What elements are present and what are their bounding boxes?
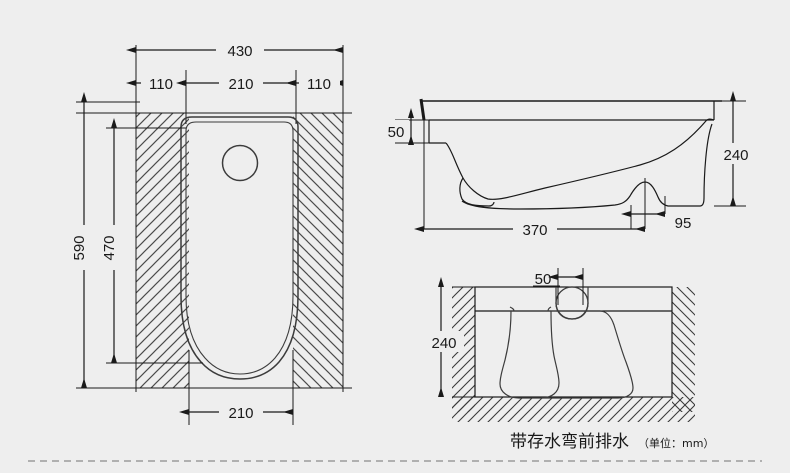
dimension-470-label: 470 — [101, 235, 118, 260]
dimension-50-outlet-label: 50 — [535, 271, 552, 288]
dimension-240-side: 240 — [716, 91, 756, 206]
plan-hatching — [136, 113, 343, 388]
drawing-caption: 带存水弯前排水 （单位：mm） — [510, 432, 714, 452]
caption-main-text: 带存水弯前排水 — [510, 432, 629, 452]
dimension-210-top: 210 — [176, 72, 296, 93]
dimension-370-label: 370 — [522, 222, 547, 239]
dimension-110-left-label: 110 — [149, 76, 173, 93]
squat-pan-outline — [180, 116, 299, 380]
dimension-470: 470 — [101, 118, 203, 364]
front-view-pan-profile — [499, 306, 560, 399]
dimension-210-bottom-label: 210 — [228, 405, 253, 422]
plan-extension-lines — [135, 45, 344, 425]
dimension-110-right-label: 110 — [307, 76, 331, 93]
flush-hole-circle — [221, 144, 259, 182]
dimension-50-lip: 50 — [384, 108, 414, 145]
caption-unit-text: （单位：mm） — [638, 436, 714, 450]
dimension-95-label: 95 — [675, 215, 692, 232]
front-section-view: 50 240 — [424, 268, 695, 422]
dimension-590: 590 — [71, 92, 140, 388]
dimension-430: 430 — [126, 39, 343, 60]
dimension-110-right: 110 — [286, 72, 343, 93]
side-section-view: 50 240 370 95 — [384, 91, 756, 239]
dimension-430-label: 430 — [227, 43, 252, 60]
dimension-50-outlet: 50 — [533, 271, 583, 288]
plan-outline — [76, 112, 352, 389]
side-view-outline — [395, 98, 746, 229]
dimension-110-left: 110 — [126, 72, 186, 93]
front-view-outlet — [555, 286, 589, 320]
dimension-370: 370 — [414, 218, 645, 239]
dimension-240-front-label: 240 — [431, 335, 456, 352]
plan-view: 430 110 210 110 590 — [71, 39, 352, 425]
dimension-95: 95 — [621, 205, 692, 232]
dimension-240-front: 240 — [424, 277, 464, 397]
dimension-50-lip-label: 50 — [388, 124, 405, 141]
dimension-590-label: 590 — [71, 235, 88, 260]
dimension-240-side-label: 240 — [723, 147, 748, 164]
dimension-210-bottom: 210 — [179, 401, 293, 422]
front-view-shoulders — [541, 310, 634, 399]
dimension-210-top-label: 210 — [228, 76, 253, 93]
